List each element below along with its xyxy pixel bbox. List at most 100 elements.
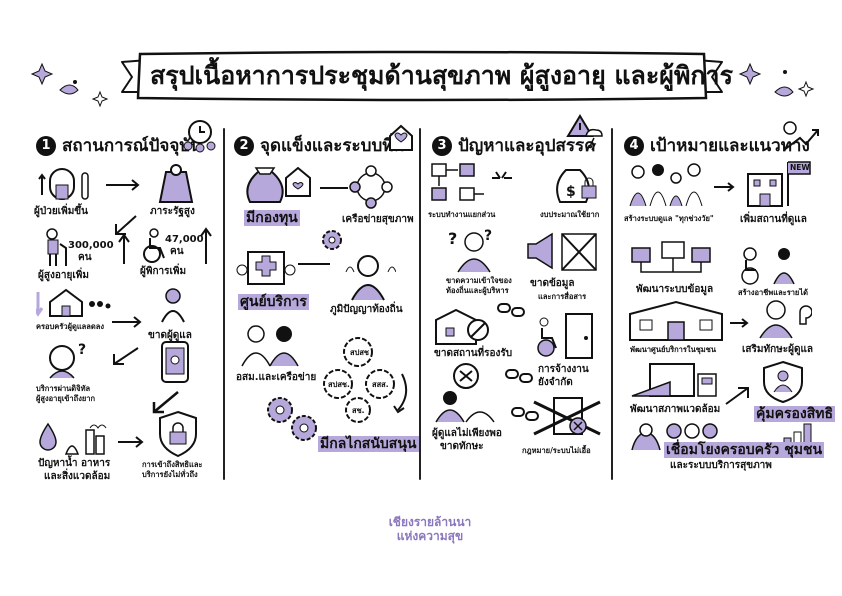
label-lack-data: ขาดข้อมูล [530, 278, 575, 289]
label-service: ศูนย์บริการ [238, 294, 309, 310]
label-more-places: เพิ่มสถานที่ดูแล [740, 214, 807, 225]
footer-logo: เชียงรายล้านนา แห่งความสุข [380, 515, 480, 543]
closed-building-icon [435, 308, 489, 345]
label-data-system: พัฒนาระบบข้อมูล [636, 284, 714, 295]
arrow-down-left-icon [152, 391, 179, 414]
shield-lock-icon [159, 410, 197, 458]
gear-label: สปสช [350, 348, 370, 357]
label-caregiver-1: ผู้ดูแลไม่เพียงพอ [432, 428, 502, 439]
label-all-ages: สร้างระบบดูแล "ทุกช่วงวัย" [624, 214, 714, 223]
label-fund: มีกองทุน [244, 210, 300, 226]
label-connect-1-text: เชื่อมโยงครอบครัว ชุมชน [664, 442, 825, 458]
arrow-right-icon [714, 182, 735, 192]
caregiver-training-icon [759, 300, 812, 339]
column-divider [223, 128, 225, 480]
column-divider [419, 128, 421, 480]
local-wisdom-elder-icon [345, 255, 396, 301]
shield-person-icon [763, 360, 803, 404]
working-disabled-icon [741, 247, 795, 285]
sun-growth-arrow-icon [783, 121, 819, 151]
weight-icon [158, 164, 194, 203]
ribbon-banner-shape [121, 50, 723, 102]
label-skills: เสริมทักษะผู้ดูแล [742, 344, 814, 355]
network-people-icon [349, 165, 393, 209]
label-knowledge-1: ขาดความเข้าใจของ [446, 276, 512, 285]
label-elderly-more: ผู้สูงอายุเพิ่ม [38, 270, 89, 281]
label-mechanism-text: มีกลไกสนับสนุน [318, 436, 419, 452]
column-divider [611, 128, 613, 480]
water-food-environment-icon [39, 422, 107, 455]
svg-text:?: ? [78, 342, 86, 358]
label-connect-1: เชื่อมโยงครอบครัว ชุมชน [664, 442, 825, 458]
section-3-heading: 3 ปัญหาและอุปสรรค [432, 132, 596, 159]
label-environment: พัฒนาสภาพแวดล้อม [630, 404, 721, 415]
broken-chain-icon [505, 369, 533, 383]
label-network: เครือข่ายสุขภาพ [342, 214, 414, 225]
service-center-icon [236, 251, 296, 285]
logo-line-1: เชียงรายล้านนา [388, 515, 472, 529]
confused-official-icon: ? ? [448, 228, 492, 273]
support-gears-diagram [323, 337, 408, 423]
caregiver-sad-icon [161, 288, 185, 323]
label-burden: ภาระรัฐสูง [150, 206, 195, 217]
broken-chain-icon [497, 303, 525, 317]
community-center-icon [629, 300, 723, 341]
section-title: จุดแข็งและระบบที่มี [260, 136, 405, 156]
svg-text:?: ? [448, 229, 457, 248]
page-title: สรุปเนื้อหาการประชุมด้านสุขภาพ ผู้สูงอาย… [150, 61, 734, 90]
label-problem-1: ปัญหาน้ำ อาหาร [38, 458, 111, 469]
label-problem-2: และสิ่งแวดล้อม [44, 471, 111, 482]
patient-icon [38, 168, 89, 200]
value-disabled-unit: คน [170, 246, 184, 257]
value-elderly-unit: คน [78, 252, 92, 263]
logo-line-2: แห่งความสุข [396, 529, 464, 543]
section-1-heading: 1 สถานการณ์ปัจจุบัน [36, 132, 202, 159]
label-new-sign: NEW [790, 163, 810, 172]
section-4-heading: 4 เป้าหมายและแนวทาง [624, 132, 810, 159]
label-lack-place: ขาดสถานที่รองรับ [434, 348, 513, 359]
arrow-down-left-icon [115, 215, 137, 235]
label-digital-2: ผู้สูงอายุเข้าถึงยาก [36, 394, 95, 403]
hands-icon [631, 423, 661, 451]
label-access-1: การเข้าถึงสิทธิและ [142, 460, 203, 469]
accessible-ramp-icon [631, 363, 717, 397]
decor-sparkles-left [30, 62, 109, 108]
title-banner [118, 50, 726, 102]
connector-line [320, 187, 348, 189]
chained-document-icon [533, 397, 601, 436]
label-fund-text: มีกองทุน [244, 210, 300, 226]
gears-icon [267, 397, 317, 441]
section-title: เป้าหมายและแนวทาง [650, 136, 810, 156]
section-2-heading: 2 จุดแข็งและระบบที่มี [234, 132, 405, 159]
label-protect-text: คุ้มครองสิทธิ [754, 406, 836, 422]
broken-chain-icon [511, 407, 539, 421]
family-all-ages-icon [629, 163, 703, 207]
arrow-up-icon [118, 233, 130, 264]
label-mechanism: มีกลไกสนับสนุน [318, 436, 419, 452]
decor-sparkles-right [738, 62, 815, 98]
label-jobs: สร้างอาชีพและรายได้ [738, 288, 808, 297]
label-budget: งบประมาณใช้ยาก [540, 210, 600, 219]
arrow-right-icon [118, 436, 144, 448]
arrow-up-icon [200, 227, 212, 264]
connector-line [298, 263, 330, 265]
label-service-text: ศูนย์บริการ [238, 294, 309, 310]
gear-label: สช. [352, 406, 365, 415]
section-title: สถานการณ์ปัจจุบัน [62, 136, 202, 156]
label-hiring-2: ยังจำกัด [538, 377, 573, 388]
clock-people-icon [183, 120, 216, 153]
label-lack-comm: และการสื่อสาร [538, 292, 587, 301]
separate-systems-icon [431, 163, 512, 201]
label-caregiver-2: ขาดทักษะ [440, 441, 484, 452]
label-wisdom: ภูมิปัญญาท้องถิ่น [330, 304, 403, 315]
label-disabled-more: ผู้พิการเพิ่ม [140, 266, 187, 277]
label-lack-caregiver: ขาดผู้ดูแล [148, 330, 192, 341]
label-law: กฎหมาย/ระบบไม่เอื้อ [522, 446, 591, 455]
tired-caregiver-icon [435, 363, 495, 423]
label-digital-1: บริการผ่านดิจิทัล [36, 384, 91, 393]
section-number: 4 [624, 135, 644, 156]
volunteer-health-workers-icon [241, 325, 299, 367]
confused-elder-icon: ? [49, 342, 86, 379]
label-volunteer: อสม.และเครือข่าย [236, 372, 317, 383]
value-disabled-count: 47,000 [165, 234, 204, 245]
